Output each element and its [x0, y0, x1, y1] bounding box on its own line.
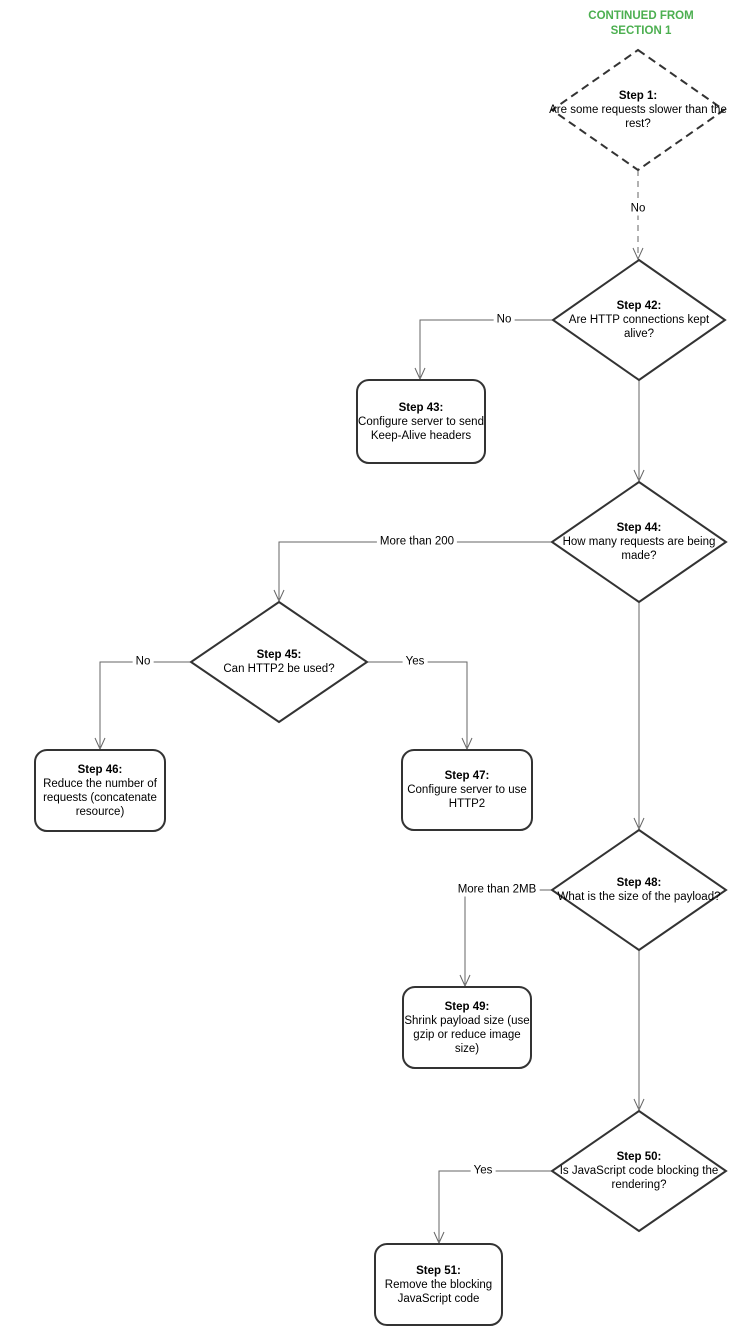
- edge-label-step1-step42: No: [627, 202, 649, 216]
- edge-step45-step47: [367, 661, 468, 747]
- node-step44-text: How many requests are being made?: [562, 536, 716, 562]
- edge-label-step45-step47: Yes: [402, 655, 428, 669]
- edge-label-step50-step51: Yes: [470, 1164, 496, 1178]
- node-step42-text: Are HTTP connections kept alive?: [568, 314, 710, 340]
- node-step49: Step 49: Shrink payload size (use gzip o…: [403, 987, 531, 1068]
- edge-label-step45-step46: No: [132, 655, 154, 669]
- node-step47-text: Configure server to use HTTP2: [407, 784, 527, 810]
- edge-step45-step46: [99, 661, 191, 747]
- node-step45-title: Step 45:: [256, 649, 302, 661]
- node-step42: Step 42: Are HTTP connections kept alive…: [553, 260, 725, 380]
- node-step51-box: [374, 1243, 503, 1326]
- node-step46: Step 46: Reduce the number of requests (…: [35, 750, 165, 831]
- node-step48-title: Step 48:: [616, 877, 662, 889]
- node-step50-text: Is JavaScript code blocking the renderin…: [559, 1165, 719, 1191]
- node-step1: Step 1: Are some requests slower than th…: [549, 50, 727, 170]
- node-step42-title: Step 42:: [616, 300, 662, 312]
- node-step46-title: Step 46:: [77, 763, 123, 776]
- edge-step44-step45: [278, 541, 552, 599]
- node-step42-diamond: [551, 258, 727, 382]
- node-step50: Step 50: Is JavaScript code blocking the…: [546, 1111, 732, 1231]
- node-step51: Step 51: Remove the blocking JavaScript …: [375, 1244, 502, 1325]
- node-step44-diamond: [550, 480, 728, 604]
- nodes: [34, 48, 728, 1326]
- node-step50-diamond: [550, 1109, 728, 1233]
- node-step46-text: Reduce the number of requests (concatena…: [43, 777, 157, 818]
- node-step51-title: Step 51:: [416, 1264, 461, 1277]
- node-step48: Step 48: What is the size of the payload…: [541, 830, 737, 950]
- node-step49-text: Shrink payload size (use gzip or reduce …: [404, 1014, 530, 1055]
- node-step47-box: [401, 749, 533, 831]
- node-step1-diamond: [550, 48, 726, 172]
- node-step43-title: Step 43:: [398, 401, 444, 414]
- node-step1-title: Step 1:: [618, 90, 658, 102]
- edge-step42-step43: [419, 319, 553, 377]
- node-step44: Step 44: How many requests are being mad…: [552, 482, 726, 602]
- arrowhead-step42-in: [632, 247, 644, 261]
- node-step43-box: [356, 379, 486, 464]
- edge-label-step44-step45: More than 200: [376, 535, 458, 549]
- node-step45: Step 45: Can HTTP2 be used?: [191, 602, 367, 722]
- edge-step50-step51: [438, 1170, 552, 1241]
- edge-label-step42-step43: No: [493, 313, 515, 327]
- node-step43: Step 43: Configure server to send Keep-A…: [357, 380, 485, 463]
- node-step49-box: [402, 986, 532, 1069]
- node-step45-text: Can HTTP2 be used?: [223, 663, 335, 675]
- node-step48-diamond: [550, 828, 728, 952]
- continued-from-label: CONTINUED FROM SECTION 1: [588, 10, 694, 37]
- edge-step48-step49: [464, 889, 552, 984]
- node-step45-diamond: [189, 600, 369, 724]
- node-step43-text: Configure server to send Keep-Alive head…: [358, 415, 484, 442]
- node-step1-text: Are some requests slower than the rest?: [549, 104, 727, 130]
- node-step48-text: What is the size of the payload?: [557, 891, 721, 903]
- node-step44-title: Step 44:: [616, 522, 662, 534]
- node-step46-box: [34, 749, 166, 832]
- node-step47-title: Step 47:: [444, 770, 490, 782]
- node-step47: Step 47: Configure server to use HTTP2: [402, 750, 532, 830]
- edge-label-step48-step49: More than 2MB: [454, 883, 540, 897]
- node-step50-title: Step 50:: [616, 1151, 662, 1163]
- node-step49-title: Step 49:: [444, 1000, 490, 1013]
- node-step51-text: Remove the blocking JavaScript code: [384, 1278, 493, 1305]
